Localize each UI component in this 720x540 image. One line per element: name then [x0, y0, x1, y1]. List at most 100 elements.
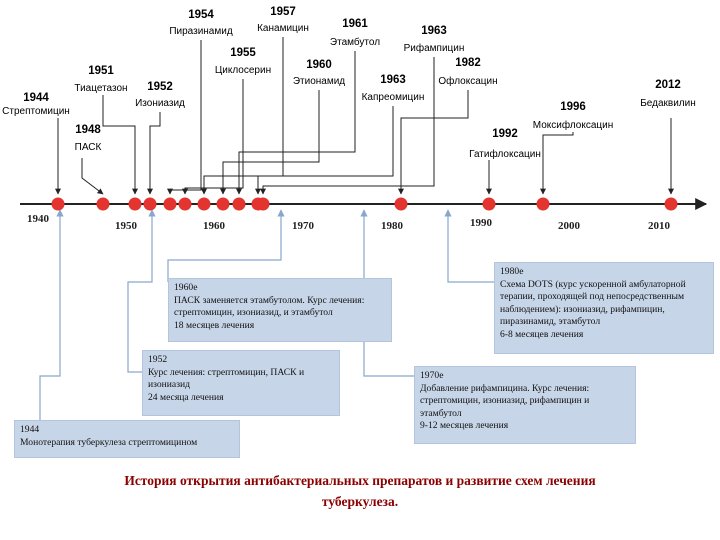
regimen-line: 1944 [20, 424, 40, 435]
event-drug: Офлоксацин [438, 75, 497, 87]
regimen-line: Схема DOTS (курс ускоренной амбулаторной [500, 278, 686, 290]
regimen-line: Монотерапия туберкулеза стрептомицином [20, 436, 198, 448]
event-year: 1996 [560, 101, 586, 113]
regimen-line: 1980е [500, 266, 524, 277]
discovery-dot [96, 197, 110, 211]
regimen-line: этамбутол [420, 407, 462, 419]
event-year: 1955 [230, 47, 256, 59]
axis-tick-label: 1970 [292, 220, 315, 232]
regimen-line: наблюдением): изониазид, рифампицин, [500, 303, 665, 315]
regimen-line: 18 месяцев лечения [174, 319, 255, 331]
discovery-dot [163, 197, 177, 211]
axis-tick-label: 1990 [470, 217, 493, 229]
regimen-connector-line [167, 209, 285, 282]
connector-line [398, 90, 469, 195]
event-drug: Гатифлоксацин [469, 148, 541, 160]
event-year: 1960 [306, 59, 332, 71]
event-year: 1961 [342, 18, 368, 30]
event-drug: Циклосерин [215, 65, 271, 76]
discovery-dot [664, 197, 678, 211]
connector-line [81, 158, 104, 195]
discovery-dot [128, 197, 142, 211]
axis-tick-label: 1950 [115, 220, 138, 232]
regimen-connector-line [39, 209, 64, 438]
discovery-dot [482, 197, 496, 211]
event-drug: Стрептомицин [2, 106, 70, 117]
regimen-connector-line [444, 209, 494, 283]
regimen-line: изониазид [148, 379, 190, 391]
regimen-line: 24 месяца лечения [148, 391, 224, 403]
connector-line [260, 57, 435, 195]
regimen-connector-line [360, 209, 414, 377]
axis-tick-label: 2010 [648, 220, 671, 232]
event-year: 1963 [380, 74, 406, 86]
event-year: 1992 [492, 128, 518, 140]
discovery-dot [394, 197, 408, 211]
discovery-dot [232, 197, 246, 211]
regimen-line: стрептомицин, изониазид, и этамбутол [174, 307, 333, 319]
event-drug: Рифампицин [404, 42, 465, 54]
event-year: 1951 [88, 65, 114, 77]
event-drug: Капреомицин [362, 92, 425, 103]
connector-line [201, 37, 284, 195]
discovery-dot [51, 197, 65, 211]
connector-line [147, 112, 161, 195]
regimen-line: терапии, проходящей под непосредственным [500, 291, 685, 303]
event-drug: Моксифлоксацин [533, 119, 613, 131]
regimen-line: 1970е [420, 370, 444, 381]
event-drug: ПАСК [75, 142, 102, 153]
caption-line-1: История открытия антибактериальных препа… [124, 473, 596, 488]
regimen-line: стрептомицин, изониазид, рифампицин и [420, 395, 590, 407]
regimen-line: 1952 [148, 354, 168, 365]
event-drug: Этионамид [293, 76, 345, 87]
event-drug: Бедаквилин [640, 98, 696, 109]
discovery-dots [51, 197, 678, 211]
drug-connectors [55, 37, 674, 195]
discovery-dot [216, 197, 230, 211]
connector-line [236, 51, 356, 195]
discovery-dot [256, 197, 270, 211]
event-year: 1954 [188, 9, 214, 21]
event-drug: Пиразинамид [169, 26, 233, 37]
connector-line [167, 40, 202, 195]
event-year: 1963 [421, 25, 447, 37]
caption-line-2: туберкулеза. [321, 494, 399, 509]
event-year: 1948 [75, 124, 101, 136]
discovery-dot [197, 197, 211, 211]
axis-tick-label: 1960 [203, 220, 226, 232]
axis-tick-label: 1940 [27, 213, 50, 225]
regimen-line: ПАСК заменяется этамбутолом. Курс лечени… [174, 294, 365, 306]
figure-caption: История открытия антибактериальных препа… [20, 470, 700, 512]
axis-tick-label: 1980 [381, 220, 404, 232]
regimen-line: 1960е [174, 282, 198, 293]
regimen-line: Курс лечения: стрептомицин, ПАСК и [148, 366, 305, 378]
regimen-line: пиразинамид, этамбутол [500, 316, 601, 328]
event-year: 1957 [270, 6, 296, 18]
connector-line [220, 90, 320, 195]
discovery-dot [536, 197, 550, 211]
event-drug: Тиацетазон [74, 83, 127, 94]
event-drug: Этамбутол [330, 36, 380, 48]
event-year: 2012 [655, 79, 681, 91]
event-drug: Канамицин [257, 23, 309, 34]
connector-line [255, 106, 394, 195]
regimen-line: Добавление рифампицина. Курс лечения: [420, 382, 590, 394]
event-year: 1982 [455, 57, 481, 69]
regimen-connector-line [127, 209, 156, 373]
discovery-dot [143, 197, 157, 211]
connector-line [102, 95, 138, 195]
connector-line [540, 132, 574, 195]
discovery-dot [178, 197, 192, 211]
event-year: 1952 [147, 81, 173, 93]
regimen-connectors [39, 209, 494, 438]
connector-line [182, 79, 244, 195]
regimen-line: 6-8 месяцев лечения [500, 328, 584, 340]
